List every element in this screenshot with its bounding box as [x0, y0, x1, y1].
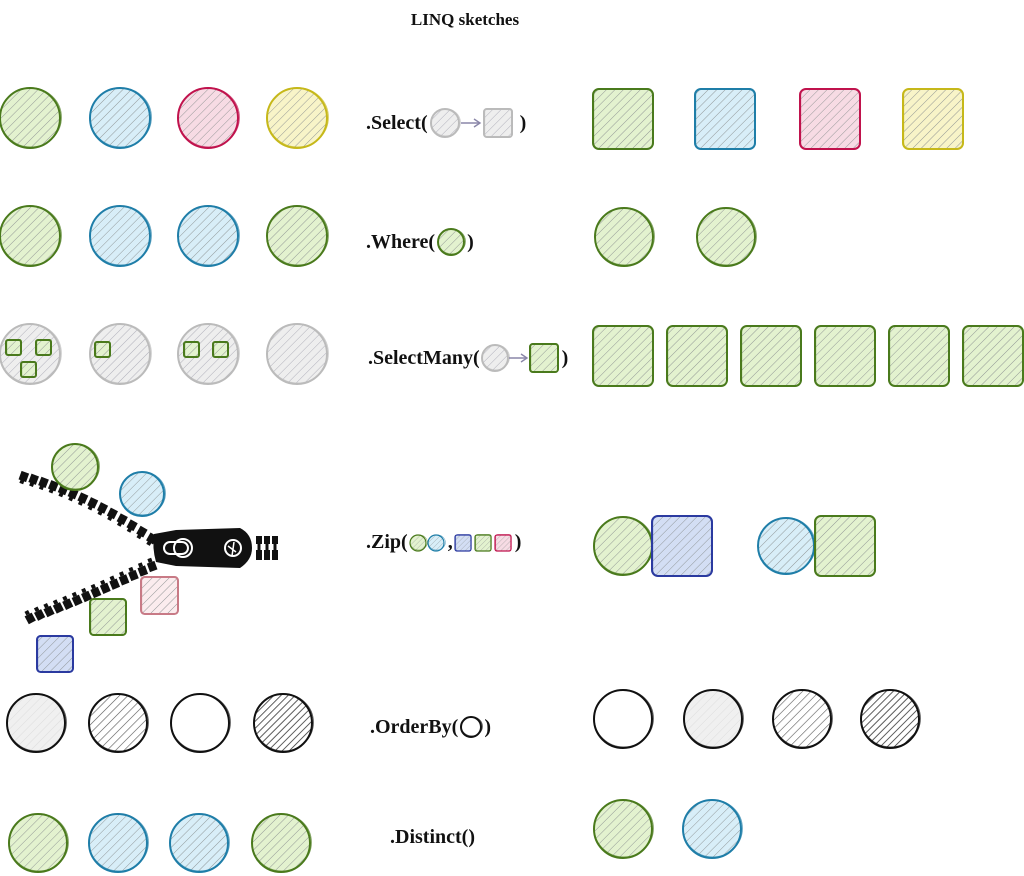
select-label-text: .Select( [366, 111, 428, 134]
zip-second-sequence-icon [454, 533, 512, 552]
zip-output-circle [757, 517, 816, 575]
select-output-square [694, 88, 756, 150]
select-input-circle [89, 87, 152, 149]
distinct-input-circle [8, 813, 69, 873]
select-output-square [592, 88, 654, 150]
selectmany-output-square [962, 324, 1024, 387]
select-output-square [799, 88, 861, 150]
orderby-input-circle [6, 693, 67, 753]
selectmany-inner-square [183, 340, 200, 358]
zip-mini-square [474, 533, 492, 552]
selectmany-input-circle [177, 323, 240, 385]
zip-mini-circle [427, 533, 446, 552]
where-predicate-icon [437, 228, 466, 256]
orderby-input-circle [170, 693, 231, 753]
zip-first-input-circle [119, 471, 166, 517]
orderby-output-circle [683, 689, 744, 749]
zip-label-text: .Zip( [366, 531, 408, 553]
where-output-circle [696, 207, 757, 267]
zip-mini-circle [409, 533, 428, 552]
selectmany-output-square [888, 324, 950, 387]
orderby-row [6, 689, 921, 753]
where-label-text: .Where( [366, 230, 436, 253]
selectmany-inner-square [212, 340, 229, 358]
distinct-operator-label: .Distinct() [390, 826, 475, 849]
selectmany-lambda-icon [480, 343, 559, 373]
lambda-input-circle [429, 108, 461, 138]
where-input-circle [266, 205, 329, 267]
selectmany-input-circle [89, 323, 152, 385]
selectmany-inner-square [94, 340, 111, 358]
selectmany-inner-square [20, 360, 37, 378]
select-input-circle [0, 87, 62, 149]
zip-label-close: ) [514, 531, 522, 553]
zip-second-input-square [140, 576, 179, 615]
predicate-circle [437, 228, 466, 256]
selectmany-input-circle [0, 323, 62, 385]
orderby-input-circle [88, 693, 149, 753]
zip-output-circle [593, 516, 654, 576]
zip-label-separator: , [447, 531, 453, 553]
select-label-close: ) [519, 111, 527, 134]
zip-output-square [814, 515, 876, 577]
where-input-circle [0, 205, 62, 267]
orderby-label-close: ) [484, 715, 491, 738]
lambda-input-circle [480, 344, 510, 372]
selectmany-inner-square [5, 338, 22, 356]
selectmany-label-text: .SelectMany( [368, 346, 480, 369]
distinct-input-circle [251, 813, 312, 873]
distinct-input-circle [169, 813, 230, 873]
zip-output-square [651, 515, 713, 577]
orderby-operator-label: .OrderBy( ) [370, 714, 491, 740]
zip-second-input-square [89, 598, 127, 636]
zip-row [18, 443, 876, 673]
lambda-output-square [528, 343, 559, 373]
selectmany-output-square [740, 324, 802, 387]
select-output-square [902, 88, 964, 150]
select-lambda-icon [429, 108, 513, 138]
where-operator-label: .Where( ) [366, 226, 474, 258]
zip-first-sequence-icon [409, 533, 446, 552]
select-input-circle [266, 87, 329, 149]
zip-first-input-circle [51, 443, 100, 491]
orderby-output-circle [860, 689, 921, 749]
zip-output-pair [757, 515, 876, 577]
orderby-output-circle [593, 689, 654, 749]
where-output-circle [594, 207, 655, 267]
selectmany-output-square [592, 324, 654, 387]
where-input-circle [89, 205, 152, 267]
selectmany-row [0, 323, 1024, 387]
zip-operator-label: .Zip( , ) [366, 531, 521, 554]
selectmany-operator-label: .SelectMany( ) [368, 340, 568, 376]
distinct-label-text: .Distinct() [390, 826, 475, 848]
where-input-circle [177, 205, 240, 267]
orderby-key-circle [460, 716, 484, 738]
zipper-icon [18, 470, 278, 625]
selectmany-output-square [666, 324, 728, 387]
select-row [0, 87, 964, 150]
select-operator-label: .Select( ) [366, 106, 526, 140]
lambda-output-square [482, 108, 513, 138]
selectmany-inner-square [35, 338, 52, 356]
distinct-output-circle [593, 799, 654, 859]
zip-output-pair [593, 515, 713, 577]
distinct-input-circle [88, 813, 149, 873]
where-label-close: ) [467, 230, 474, 253]
page-title: LINQ sketches [410, 10, 520, 29]
orderby-key-icon [460, 716, 484, 738]
selectmany-label-close: ) [561, 346, 569, 369]
orderby-input-circle [253, 693, 314, 753]
select-input-circle [177, 87, 240, 149]
zip-second-input-square [36, 635, 74, 673]
selectmany-output-square [814, 324, 876, 387]
zip-mini-square [454, 533, 472, 552]
distinct-row [8, 799, 743, 873]
orderby-output-circle [772, 689, 833, 749]
distinct-output-circle [682, 799, 743, 859]
zip-mini-square [494, 533, 512, 552]
orderby-label-text: .OrderBy( [370, 715, 459, 738]
where-row [0, 205, 757, 267]
selectmany-input-circle [266, 323, 329, 385]
